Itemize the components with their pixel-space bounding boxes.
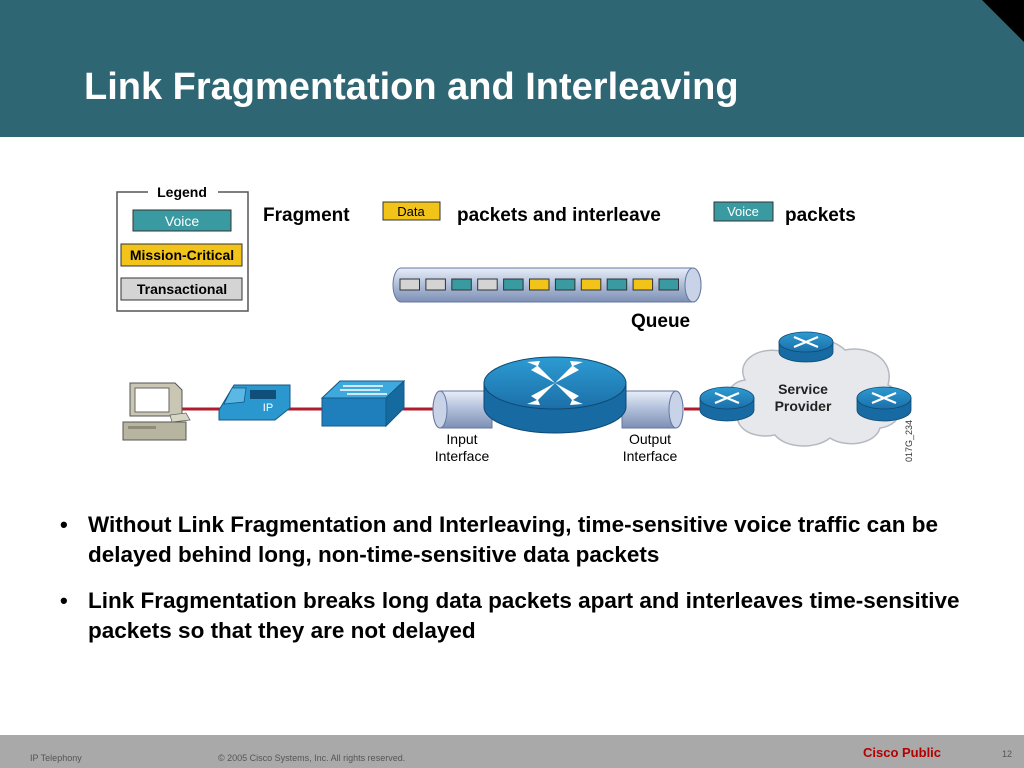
corner-accent: [982, 0, 1024, 42]
bullet-text: Without Link Fragmentation and Interleav…: [88, 512, 938, 567]
queue-packet-transactional: [425, 278, 446, 291]
caption-voice-label: Voice: [727, 204, 759, 219]
provider-label-line2: Provider: [775, 398, 832, 414]
bullet-dot: •: [60, 512, 68, 537]
queue-packet-voice: [554, 278, 576, 291]
queue-packet-voice: [658, 278, 679, 291]
caption-data-tag: [382, 201, 441, 221]
output-interface-label-line2: Interface: [623, 448, 678, 464]
queue-packet-data: [580, 278, 602, 291]
queue-packets: [399, 278, 679, 291]
legend: Legend Voice Mission-Critical Transactio…: [116, 183, 249, 312]
lfi-diagram: Legend Voice Mission-Critical Transactio…: [116, 183, 914, 464]
bullet-dot: •: [60, 588, 68, 613]
page-number: 12: [1002, 749, 1013, 759]
queue-packet-data: [632, 278, 654, 291]
ip-phone-icon: IP: [218, 384, 291, 421]
legend-voice-label: Voice: [165, 213, 199, 229]
queue: Queue: [392, 267, 702, 332]
input-interface-label-line2: Interface: [435, 448, 490, 464]
queue-label: Queue: [631, 311, 690, 332]
bullet-text: Link Fragmentation breaks long data pack…: [88, 588, 960, 643]
queue-packet-data: [529, 278, 550, 291]
legend-mission-critical-label: Mission-Critical: [130, 247, 234, 263]
output-interface-label-line1: Output: [629, 431, 671, 447]
legend-transactional-label: Transactional: [137, 281, 227, 297]
queue-packet-voice: [503, 278, 524, 291]
queue-packet-transactional: [477, 278, 498, 291]
caption-prefix: Fragment: [263, 205, 350, 226]
bullet-item: • Link Fragmentation breaks long data pac…: [58, 586, 978, 646]
queue-packet-voice: [451, 278, 472, 291]
phone-ip-label: IP: [263, 402, 273, 414]
bullet-list: • Without Link Fragmentation and Interlea…: [58, 510, 978, 662]
input-interface-tube: [432, 390, 493, 429]
footer: IP Telephony © 2005 Cisco Systems, Inc. …: [0, 735, 1024, 768]
footer-course: IP Telephony: [30, 753, 82, 763]
provider-router-top-icon: [778, 331, 834, 363]
switch-icon: [320, 379, 406, 428]
caption-voice-tag: [713, 201, 774, 222]
input-interface-label-line1: Input: [446, 431, 477, 447]
caption: Fragment Data packets and interleave Voi…: [263, 201, 856, 226]
bullet-item: • Without Link Fragmentation and Interlea…: [58, 510, 978, 570]
pc-icon: [122, 382, 191, 441]
footer-classification: Cisco Public: [863, 745, 942, 760]
provider-label-line1: Service: [778, 381, 828, 397]
provider-router-right-icon: [856, 386, 912, 422]
title-bar: Link Fragmentation and Interleaving: [0, 0, 1024, 137]
output-interface-tube: [621, 390, 684, 429]
queue-packet-transactional: [399, 278, 420, 291]
figure-code: 017G_234: [904, 420, 914, 462]
footer-copyright: © 2005 Cisco Systems, Inc. All rights re…: [218, 753, 406, 763]
legend-transactional-swatch: [120, 277, 243, 301]
queue-tube-end: [684, 267, 702, 303]
caption-suffix: packets: [785, 205, 856, 226]
provider-router-left-icon: [699, 386, 755, 422]
caption-middle: packets and interleave: [457, 205, 661, 226]
slide-title: Link Fragmentation and Interleaving: [84, 66, 739, 108]
legend-title: Legend: [157, 184, 207, 200]
legend-voice-swatch: [132, 209, 232, 232]
legend-mission-critical-swatch: [120, 243, 243, 267]
router-icon: [483, 356, 627, 434]
queue-packet-voice: [606, 278, 628, 291]
caption-data-label: Data: [397, 204, 425, 219]
